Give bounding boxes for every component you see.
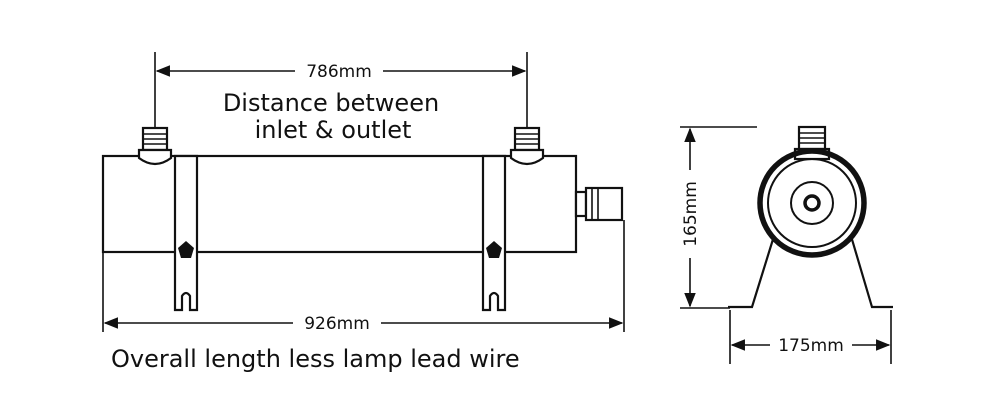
tube-outer-circle — [757, 148, 867, 258]
lamp-end-connector — [574, 186, 624, 222]
mounting-bracket-left — [173, 154, 199, 312]
inlet-outlet-dimension: 786mm — [154, 52, 528, 128]
overall-length-value: 926mm — [304, 314, 370, 334]
overall-caption: Overall length less lamp lead wire — [111, 345, 520, 373]
bracket-nut-left-icon — [178, 241, 194, 258]
outlet-port — [509, 126, 545, 166]
base-width-value: 175mm — [778, 336, 844, 356]
tube-inner-circle — [767, 158, 857, 248]
side-view: 786mm Distance between inlet & outlet 92… — [101, 52, 625, 373]
base-width-dimension: 175mm — [729, 310, 892, 364]
height-dimension: 165mm — [680, 126, 757, 309]
distance-caption-line2: inlet & outlet — [255, 116, 412, 144]
lamp-circle — [790, 181, 834, 225]
height-value: 165mm — [681, 181, 701, 247]
bracket-nut-right-icon — [486, 241, 502, 258]
mounting-bracket-right — [481, 154, 507, 312]
inlet-port — [137, 126, 173, 166]
overall-length-dimension: 926mm — [102, 220, 625, 334]
lamp-core-circle — [803, 194, 821, 212]
distance-caption-line1: Distance between — [223, 89, 439, 117]
distance-value: 786mm — [306, 62, 372, 82]
end-view: 165mm 175mm — [680, 125, 893, 364]
end-view-stand — [728, 235, 893, 309]
